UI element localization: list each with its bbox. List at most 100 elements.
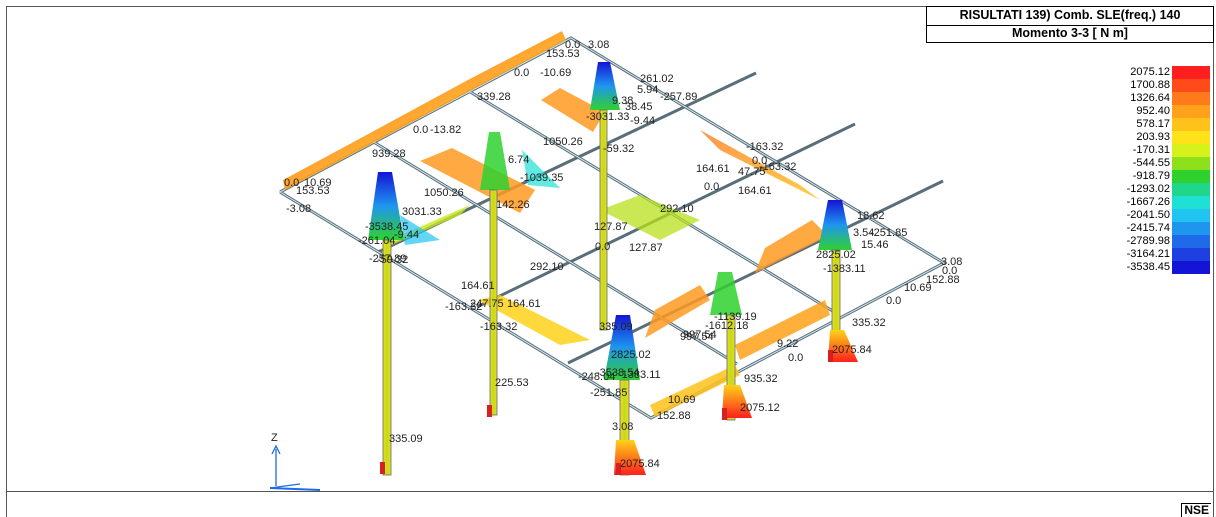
legend-value: -3538.45 (1126, 261, 1170, 273)
legend-row: 2075.12 (1096, 66, 1212, 79)
legend-value: -1667.26 (1126, 196, 1170, 208)
legend-swatch (1172, 157, 1210, 170)
legend-value: -2415.74 (1126, 222, 1170, 234)
moment-value-label: 5.94 (637, 84, 658, 96)
legend-value: 203.93 (1136, 131, 1170, 143)
moment-value-label: -13.82 (430, 124, 461, 136)
legend-value: -918.79 (1132, 170, 1170, 182)
moment-value-label: 3.08 (588, 39, 609, 51)
moment-value-label: 2825.02 (816, 249, 856, 261)
moment-value-label: -1383.11 (618, 369, 661, 381)
joint-peak-diagrams (368, 62, 852, 380)
legend-swatch (1172, 235, 1210, 248)
moment-value-label: 15.46 (861, 239, 889, 251)
moment-value-label: 9.22 (777, 338, 798, 350)
moment-value-label: -10.69 (540, 67, 571, 79)
moment-value-label: 0.0 (413, 124, 428, 136)
moment-value-label: 0.0 (752, 155, 767, 167)
moment-value-label: 153.53 (296, 185, 330, 197)
moment-value-label: 127.87 (629, 242, 663, 254)
moment-value-label: -163.32 (746, 141, 783, 153)
beam-moment-diagrams (283, 31, 830, 417)
moment-value-label: -59.32 (377, 254, 408, 266)
legend-row: -2415.74 (1096, 222, 1212, 235)
moment-value-label: 3031.33 (402, 206, 442, 218)
legend-swatch (1172, 261, 1210, 274)
moment-value-label: 164.61 (507, 298, 541, 310)
moment-value-label: 997.54 (680, 331, 714, 343)
legend-swatch (1172, 131, 1210, 144)
moment-value-label: -1612.18 (705, 320, 748, 332)
legend-value: 1326.64 (1130, 92, 1170, 104)
legend-row: -2789.98 (1096, 235, 1212, 248)
moment-value-label: 997.54 (683, 329, 717, 341)
moment-value-label: 292.10 (660, 203, 694, 215)
moment-value-label: 10.69 (304, 177, 332, 189)
moment-value-label: 225.53 (495, 377, 529, 389)
moment-value-label: 2075.12 (740, 402, 780, 414)
legend-row: -1293.02 (1096, 183, 1212, 196)
legend-swatch (1172, 144, 1210, 157)
moment-value-label: 47.75 (738, 166, 766, 178)
moment-value-label: -3538.54 (596, 367, 639, 379)
moment-value-label: -3031.33 (586, 111, 629, 123)
legend-swatch (1172, 209, 1210, 222)
moment-value-label: 0.0 (514, 67, 529, 79)
moment-value-label: 292.10 (530, 261, 564, 273)
legend-value: -2041.50 (1126, 209, 1170, 221)
moment-value-label: 2075.84 (620, 458, 660, 470)
result-title: RISULTATI 139) Comb. SLE(freq.) 140 (927, 7, 1213, 26)
legend-row: -1667.26 (1096, 196, 1212, 209)
moment-value-label: -59.32 (603, 143, 634, 155)
moment-value-label: 6.74 (508, 154, 529, 166)
legend-swatch (1172, 118, 1210, 131)
legend-swatch (1172, 222, 1210, 235)
moment-value-label: 0.0 (565, 39, 580, 51)
moment-value-label: 335.09 (389, 433, 423, 445)
legend-row: 578.17 (1096, 118, 1212, 131)
moment-value-label: 939.28 (372, 148, 406, 160)
legend-row: -918.79 (1096, 170, 1212, 183)
legend-row: -2041.50 (1096, 209, 1212, 222)
legend-row: 952.40 (1096, 105, 1212, 118)
legend-swatch (1172, 105, 1210, 118)
moment-value-label: 0.0 (704, 181, 719, 193)
moment-value-label: 152.88 (657, 410, 691, 422)
result-subtitle: Momento 3-3 [ N m] (1012, 26, 1128, 40)
moment-value-label: 335.09 (599, 321, 633, 333)
moment-value-label: -9.44 (394, 229, 419, 241)
status-corner-label: NSE (1181, 503, 1211, 517)
moment-value-label: -257.89 (660, 91, 697, 103)
moment-value-label: -163.32 (480, 321, 517, 333)
moment-value-label: -3.08 (286, 203, 311, 215)
axis-z-label: Z (271, 432, 278, 444)
moment-value-label: -251.85 (870, 227, 907, 239)
moment-value-label: 164.61 (461, 280, 495, 292)
legend-row: 203.93 (1096, 131, 1212, 144)
moment-value-label: -1139.19 (714, 311, 757, 323)
moment-value-label: -1383.11 (823, 263, 866, 275)
legend-value: -544.55 (1132, 157, 1170, 169)
moment-value-label: -251.85 (590, 387, 627, 399)
moment-value-label: 2825.02 (611, 349, 651, 361)
moment-value-label: 0.0 (284, 177, 299, 189)
moment-value-label: 935.32 (744, 373, 778, 385)
moment-value-label: 0.0 (595, 241, 610, 253)
moment-value-label: 38.45 (625, 101, 653, 113)
legend-swatch (1172, 66, 1210, 79)
legend-swatch (1172, 196, 1210, 209)
moment-value-label: 0.0 (788, 352, 803, 364)
moment-value-label: 0.0 (942, 265, 957, 277)
legend-row: -170.31 (1096, 144, 1212, 157)
status-strip: NSE (6, 492, 1214, 517)
moment-value-label: -248.04 (578, 371, 615, 383)
legend-swatch (1172, 170, 1210, 183)
legend-value: 952.40 (1136, 105, 1170, 117)
legend-value: 578.17 (1136, 118, 1170, 130)
legend-swatch (1172, 92, 1210, 105)
moment-value-label: -3538.45 (365, 221, 408, 233)
moment-value-label: 1050.26 (543, 136, 583, 148)
legend-row: -3164.21 (1096, 248, 1212, 261)
moment-value-label: -9.44 (630, 115, 655, 127)
